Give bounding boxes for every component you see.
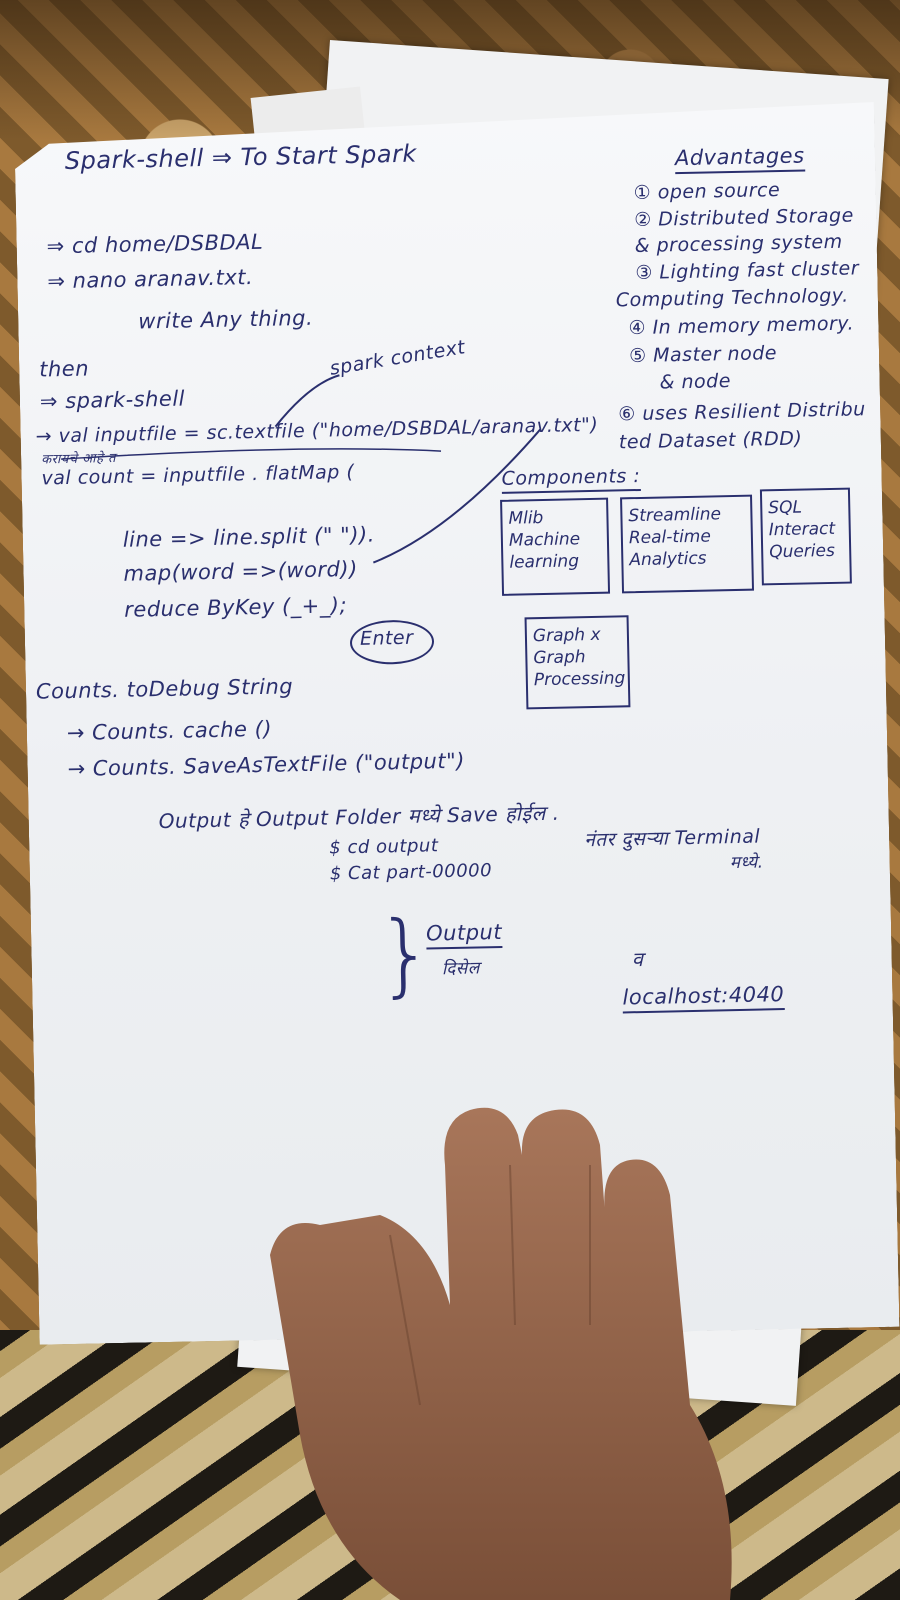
output-line-1: Output हे Output Folder मध्ये Save होईल … xyxy=(158,800,560,834)
output-cmd-cd: $ cd output xyxy=(329,835,439,859)
component-line: Analytics xyxy=(629,548,707,571)
components-heading: Components : xyxy=(501,465,640,494)
component-box-sql: SQL Interact Queries xyxy=(760,488,852,586)
component-line: SQL xyxy=(768,497,803,519)
advantage-item: ① open source xyxy=(633,178,781,205)
component-box-mlib: Mlib Machine learning xyxy=(500,498,610,596)
output-label-sub: दिसेल xyxy=(441,958,481,980)
page-title: Spark-shell ⇒ To Start Spark xyxy=(64,139,418,175)
output-line-2: नंतर दुसऱ्या Terminal xyxy=(583,825,761,852)
brace: } xyxy=(375,901,436,1008)
marathi-note: करायचे आहे त xyxy=(40,450,117,468)
component-box-streamline: Streamline Real-time Analytics xyxy=(620,495,754,594)
code-line-reduce: reduce ByKey (_+_); xyxy=(124,593,348,622)
advantage-item: & processing system xyxy=(634,230,843,258)
component-line: learning xyxy=(509,551,580,573)
step-line: then xyxy=(38,356,90,382)
advantage-item: & node xyxy=(659,370,732,394)
or-label: व xyxy=(631,947,644,972)
advantage-item: Computing Technology. xyxy=(615,284,849,312)
advantage-item: ted Dataset (RDD) xyxy=(618,427,803,454)
component-line: Interact xyxy=(768,518,836,541)
component-line: Streamline xyxy=(628,504,722,527)
component-line: Graph xyxy=(533,647,586,669)
spark-context-label: spark context xyxy=(328,336,467,380)
localhost-label: localhost:4040 xyxy=(622,982,784,1013)
hand-holding-paper xyxy=(270,1107,732,1600)
code-line-debug: Counts. toDebug String xyxy=(35,674,294,704)
code-line-save: → Counts. SaveAsTextFile ("output") xyxy=(67,748,466,782)
advantage-item: ③ Lighting fast cluster xyxy=(635,257,860,285)
step-line: ⇒ cd home/DSBDAL xyxy=(46,229,264,259)
component-line: Queries xyxy=(769,540,836,563)
advantages-heading: Advantages xyxy=(675,143,805,174)
advantage-item: ② Distributed Storage xyxy=(634,204,855,232)
step-line: ⇒ spark-shell xyxy=(39,386,186,414)
output-label: Output xyxy=(426,920,503,950)
component-line: Graph x xyxy=(532,624,601,647)
output-line-3: मध्ये. xyxy=(729,852,764,874)
code-line-map: map(word =>(word)) xyxy=(123,556,359,586)
advantage-item: ⑤ Master node xyxy=(628,342,778,368)
enter-label: Enter xyxy=(359,626,414,650)
component-line: Machine xyxy=(508,529,581,551)
step-line: ⇒ nano aranav.txt. xyxy=(47,265,254,294)
component-box-graphx: Graph x Graph Processing xyxy=(525,615,631,709)
component-line: Mlib xyxy=(508,508,544,529)
output-cmd-cat: $ Cat part-00000 xyxy=(329,860,493,885)
component-line: Real-time xyxy=(628,526,712,549)
advantage-item: ④ In memory memory. xyxy=(628,312,855,340)
code-line-split: line => line.split (" ")). xyxy=(122,522,376,552)
code-line-inputfile: → val inputfile = sc.textfile ("home/DSB… xyxy=(35,413,599,448)
advantage-item: ⑥ uses Resilient Distribu xyxy=(618,398,866,426)
step-line: write Any thing. xyxy=(137,305,314,334)
code-line-cache: → Counts. cache () xyxy=(66,716,273,746)
component-line: Processing xyxy=(533,668,626,691)
